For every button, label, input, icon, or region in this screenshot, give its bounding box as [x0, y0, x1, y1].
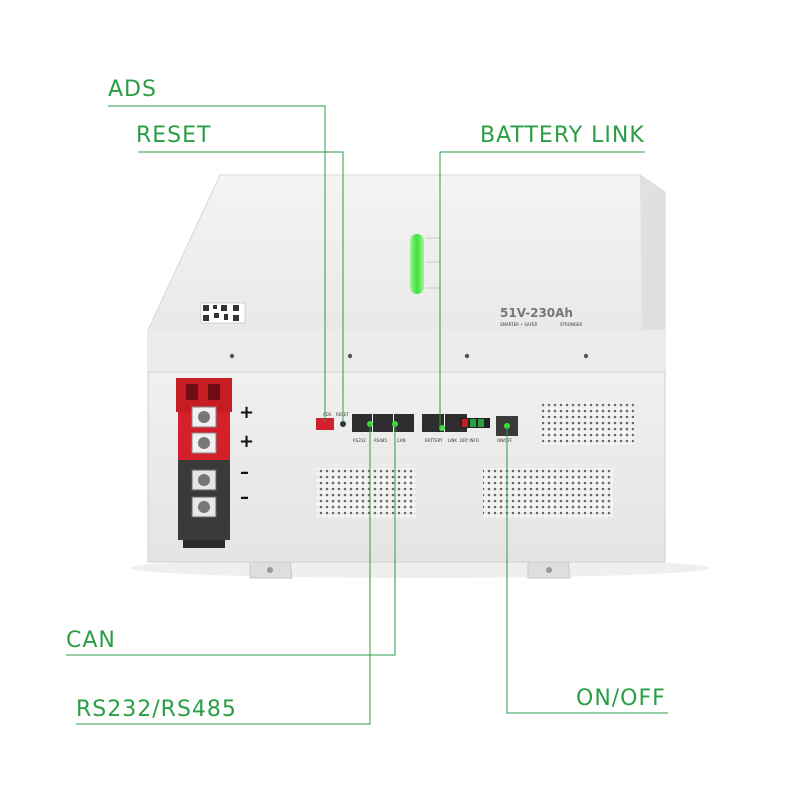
ads-panel-label: ADS [323, 412, 332, 417]
battery-link-port-1[interactable] [422, 414, 444, 432]
screw [583, 353, 589, 359]
ads-switch[interactable] [316, 418, 334, 430]
power-terminals [176, 378, 232, 548]
on-off-leader-line [506, 426, 668, 714]
can-callout-label: CAN [66, 628, 116, 653]
vent-grille-lower-left [316, 468, 416, 518]
reset-leader-line [138, 151, 344, 422]
mounting-foot-right [527, 559, 571, 579]
ads-leader-line [108, 105, 326, 422]
qr-code [200, 302, 246, 324]
battery-panel-label: BATTERY [425, 438, 443, 443]
rs232-panel-label: RS232 [353, 438, 366, 443]
callout-lines [66, 105, 668, 725]
on-off-callout-label: ON/OFF [576, 686, 666, 711]
rs485-panel-label: RS485 [374, 438, 387, 443]
rs485-port[interactable] [373, 414, 393, 432]
plus-symbol-2: + [239, 431, 254, 452]
battery-link-leader-line [439, 151, 645, 428]
rs232-port[interactable] [352, 414, 372, 432]
reset-callout-label: RESET [136, 123, 212, 148]
screw [229, 353, 235, 359]
minus-symbol-2: – [240, 487, 249, 508]
battery-upper-panel [148, 330, 665, 372]
plus-symbol-1: + [239, 402, 254, 423]
dry-info-panel-label: DRY INFO [460, 438, 479, 443]
can-port[interactable] [394, 414, 414, 432]
mounting-foot-left [249, 559, 293, 579]
on-off-panel-label: ON/OFF [497, 438, 513, 443]
battery-link-callout-label: BATTERY LINK [480, 123, 645, 148]
ads-callout-label: ADS [108, 77, 157, 102]
rs232-rs485-leader-line [76, 424, 371, 725]
rs232-rs485-callout-label: RS232/RS485 [76, 697, 237, 722]
link-panel-label: LINK [448, 438, 457, 443]
screw [347, 353, 353, 359]
slogan-label: SMARTER ⚡ SAFER [500, 322, 537, 327]
vent-grille-upper-right [542, 402, 634, 446]
can-leader-line [66, 424, 396, 656]
soc-led-bar [410, 234, 424, 294]
vent-grille-lower-right [483, 468, 613, 518]
minus-symbol-1: – [240, 462, 249, 483]
reset-button[interactable] [340, 421, 346, 427]
can-panel-label: CAN [397, 438, 406, 443]
slogan-label-2: STRONGER [560, 322, 583, 327]
model-label: 51V-230Ah [500, 306, 573, 320]
screw [464, 353, 470, 359]
